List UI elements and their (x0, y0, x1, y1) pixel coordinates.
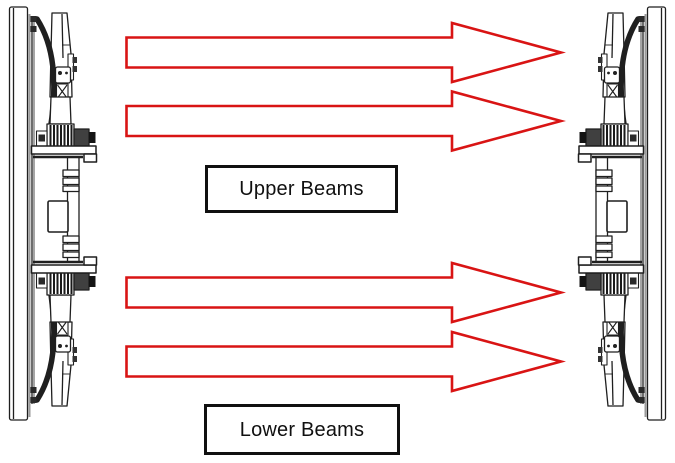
lower-beams-label: Lower Beams (239, 418, 365, 441)
upper-beams-arrow-icon (125, 21, 566, 84)
upper-beams-label-box: Upper Beams (205, 165, 398, 213)
lower-beams-arrow-icon (125, 330, 566, 393)
upper-beams-label: Upper Beams (239, 178, 364, 200)
upper-beams-arrow-icon (125, 89, 566, 153)
lower-beams-label-box: Lower Beams (204, 404, 400, 455)
lower-beams-arrow-icon (125, 261, 566, 324)
